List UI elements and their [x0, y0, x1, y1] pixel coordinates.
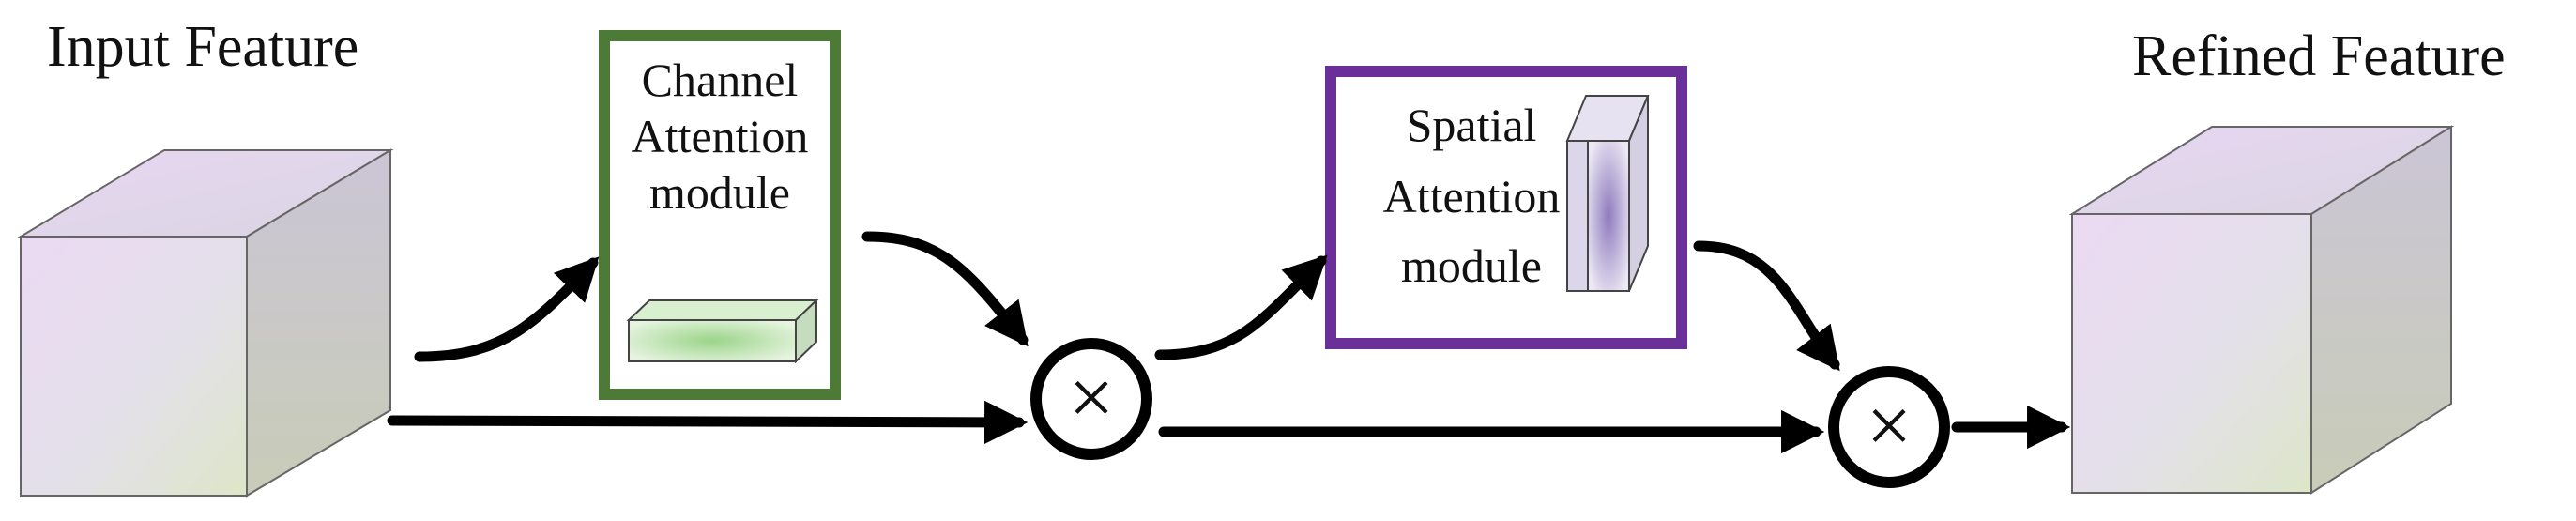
arrow-mul1-to-spatial — [1154, 254, 1328, 360]
refined-feature-cube — [2068, 125, 2455, 495]
multiply-operator-2: × — [1828, 366, 1950, 488]
input-feature-label: Input Feature — [47, 15, 358, 79]
spatial-attention-line2: Attention — [1383, 170, 1561, 222]
spatial-attention-line1: Spatial — [1407, 99, 1537, 151]
spatial-attention-plane-icon — [1565, 95, 1650, 292]
channel-attention-line2: Attention — [632, 110, 809, 162]
input-feature-cube — [17, 148, 394, 498]
refined-feature-label: Refined Feature — [2132, 24, 2506, 88]
channel-attention-module: Channel Attention module — [599, 30, 841, 400]
multiply-operator-1-symbol: × — [1069, 352, 1115, 442]
multiply-operator-1: × — [1030, 338, 1152, 460]
arrow-input-to-channel — [414, 256, 600, 362]
arrow-input-to-mul1 — [387, 400, 1029, 444]
multiply-operator-2-symbol: × — [1867, 380, 1913, 470]
arrow-spatial-to-mul2 — [1693, 240, 1840, 372]
channel-attention-line3: module — [649, 166, 790, 219]
channel-attention-bar-icon — [626, 298, 819, 364]
spatial-attention-line3: module — [1401, 239, 1542, 292]
multiply-operator-1-circle — [1030, 338, 1152, 460]
channel-attention-line1: Channel — [642, 54, 799, 106]
connections — [387, 231, 2071, 454]
arrow-channel-to-mul1 — [861, 231, 1029, 347]
multiply-operator-2-circle — [1828, 366, 1950, 488]
spatial-attention-module: Spatial Attention module — [1325, 66, 1687, 349]
